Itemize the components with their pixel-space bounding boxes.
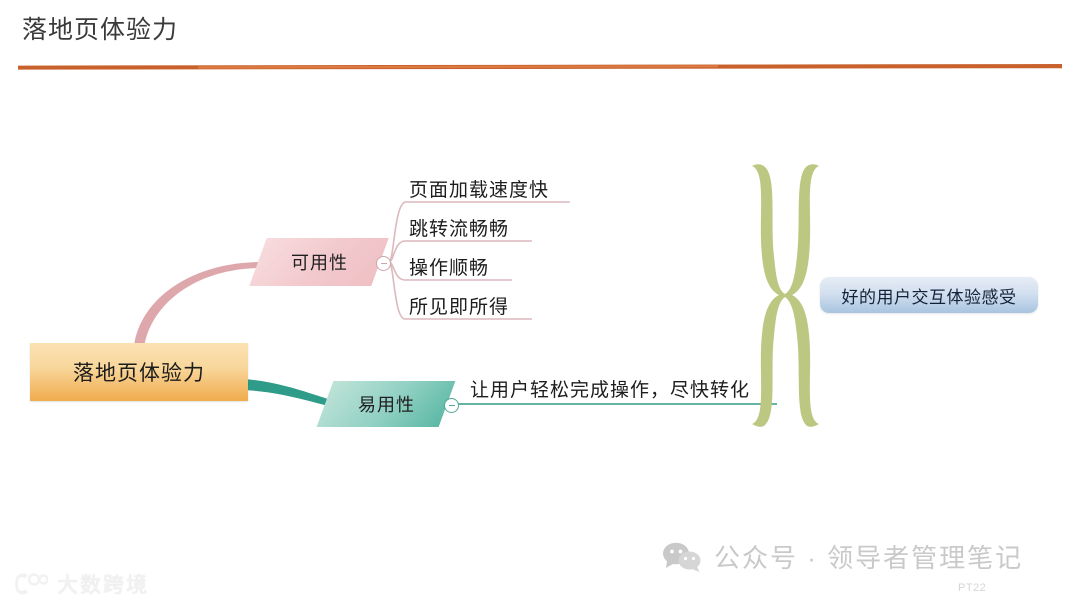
- leaf-node[interactable]: 操作顺畅: [409, 258, 490, 279]
- collapse-toggle-keyong[interactable]: [376, 256, 391, 271]
- leaf-node[interactable]: 跳转流畅畅: [409, 219, 510, 240]
- collapse-toggle-yiyong[interactable]: [444, 398, 459, 413]
- dashu-logo-icon: [15, 573, 48, 595]
- summary-node-label: 好的用户交互体验感受: [841, 287, 1017, 307]
- branch-node-keyong[interactable]: 可用性: [249, 238, 389, 286]
- branch-node-yiyong[interactable]: 易用性: [316, 381, 456, 427]
- root-node-label: 落地页体验力: [73, 362, 205, 385]
- wechat-icon: [663, 542, 701, 572]
- leaf-node[interactable]: 页面加载速度快: [409, 180, 550, 201]
- branch-line-keyong: [134, 262, 262, 348]
- title-divider: [18, 64, 1062, 70]
- brand-watermark: 大数跨境: [14, 569, 149, 599]
- wechat-watermark: 公众号 · 领导者管理笔记: [662, 538, 1023, 575]
- mindmap-root-node[interactable]: 落地页体验力: [30, 343, 248, 401]
- brand-watermark-text: 大数跨境: [57, 574, 149, 597]
- minus-icon: [380, 263, 387, 264]
- leaf-node[interactable]: 所见即所得: [409, 297, 510, 318]
- summary-node[interactable]: 好的用户交互体验感受: [820, 277, 1038, 313]
- wechat-watermark-text: 公众号 · 领导者管理笔记: [714, 543, 1024, 573]
- page-number: PT22: [958, 582, 987, 594]
- leaf-node[interactable]: 让用户轻松完成操作，尽快转化: [470, 380, 751, 401]
- branch-node-keyong-label: 可用性: [290, 253, 348, 273]
- page-title: 落地页体验力: [22, 16, 179, 44]
- summary-brace: [752, 164, 819, 427]
- branch-node-yiyong-label: 易用性: [357, 395, 415, 415]
- minus-icon: [448, 405, 455, 406]
